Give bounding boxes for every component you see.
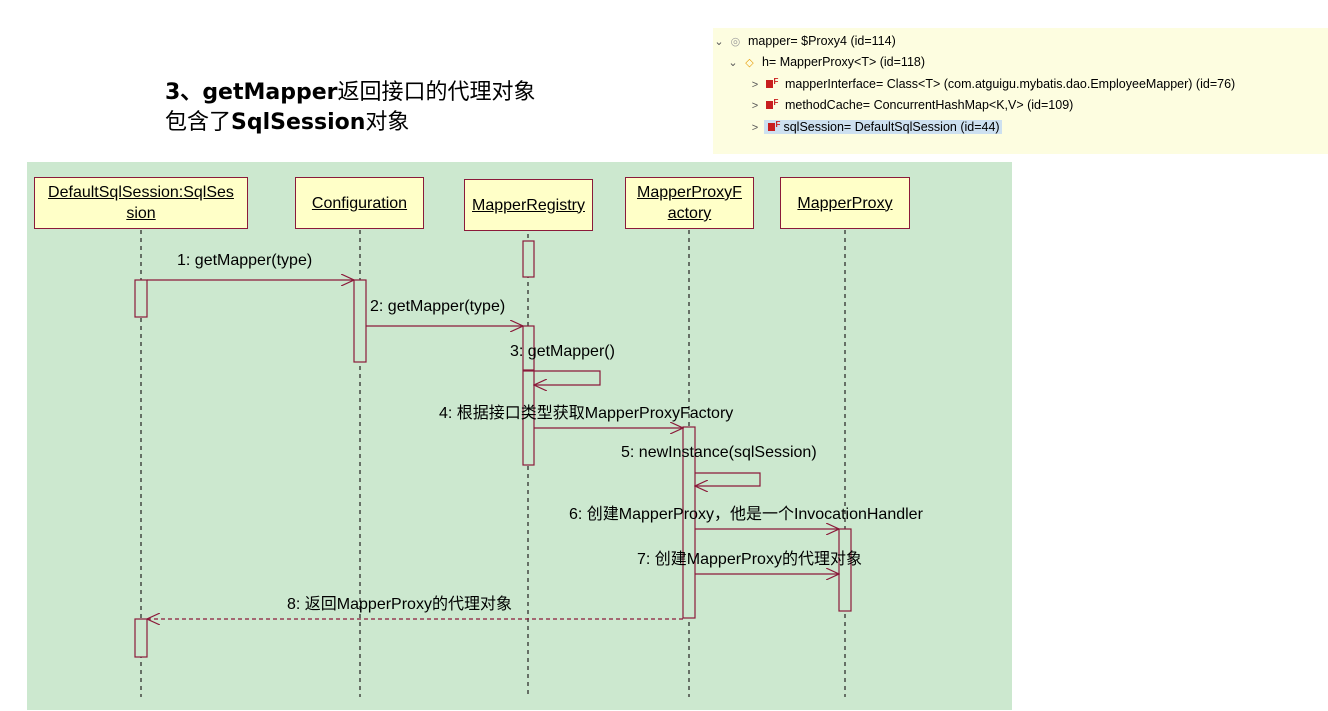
sequence-diagram-svg [134,230,852,697]
activations [134,240,852,658]
activation-bar [134,279,148,318]
lifeline-box-mapperproxyfactory: MapperProxyF actory [625,177,754,229]
field-diamond-icon: ◇ [745,57,754,69]
expand-toggle-icon[interactable]: ⌄ [714,36,724,48]
message-label-4: 4: 根据接口类型获取MapperProxyFactory [439,405,734,422]
message-label-3: 3: getMapper() [510,343,615,360]
sequence-diagram: DefaultSqlSession:SqlSes sion Configurat… [27,162,1012,710]
message-arrows [147,280,839,619]
activation-bar [838,528,852,612]
message-label-1: 1: getMapper(type) [177,252,313,269]
final-field-icon: F [766,119,780,133]
variable-label: h= MapperProxy<T> (id=118) [761,55,926,69]
activation-bar [134,618,148,658]
message-arrow-5 [695,472,761,486]
message-label-5: 5: newInstance(sqlSession) [621,444,817,461]
final-field-icon: F [764,97,778,111]
message-label-8: 8: 返回MapperProxy的代理对象 [287,596,512,613]
final-field-icon: F [764,76,778,90]
activation-bar [682,426,696,619]
activation-bar [522,325,535,371]
expand-toggle-icon[interactable]: ⌄ [728,57,738,69]
heading-line-1: 3、getMapper返回接口的代理对象 [165,80,536,105]
variable-label: sqlSession= DefaultSqlSession (id=44) [783,120,1000,134]
activation-bar [353,279,367,363]
lifeline-box-defaultsqlsession: DefaultSqlSession:SqlSes sion [34,177,248,229]
activation-bar [522,370,535,466]
message-label-7: 7: 创建MapperProxy的代理对象 [637,551,862,568]
message-label-6: 6: 创建MapperProxy，他是一个InvocationHandler [569,506,923,523]
message-arrow-3 [534,370,601,385]
object-icon: ◎ [730,36,741,48]
slide-heading: 3、getMapper返回接口的代理对象 包含了SqlSession对象 [165,78,536,138]
variable-row-methodCache[interactable]: > F methodCache= ConcurrentHashMap<K,V> … [749,95,1074,115]
debug-variables-panel: ⌄ ◎ mapper= $Proxy4 (id=114) ⌄ ◇ h= Mapp… [713,28,1328,154]
variable-row-h[interactable]: ⌄ ◇ h= MapperProxy<T> (id=118) [727,52,925,72]
lifeline-box-configuration: Configuration [295,177,424,229]
expand-toggle-icon[interactable]: > [751,100,759,112]
message-label-2: 2: getMapper(type) [370,298,506,315]
heading-line-2: 包含了SqlSession对象 [165,110,410,135]
variable-label: mapperInterface= Class<T> (com.atguigu.m… [784,77,1236,91]
variable-row-mapperInterface[interactable]: > F mapperInterface= Class<T> (com.atgui… [749,74,1235,94]
variable-row-mapper[interactable]: ⌄ ◎ mapper= $Proxy4 (id=114) [713,31,896,51]
variable-label: mapper= $Proxy4 (id=114) [747,34,896,48]
expand-toggle-icon[interactable]: > [751,122,759,134]
expand-toggle-icon[interactable]: > [751,79,759,91]
activation-bar [522,240,535,278]
lifeline-box-mapperproxy: MapperProxy [780,177,910,229]
lifeline-box-mapperregistry: MapperRegistry [464,179,593,231]
variable-label: methodCache= ConcurrentHashMap<K,V> (id=… [784,98,1074,112]
